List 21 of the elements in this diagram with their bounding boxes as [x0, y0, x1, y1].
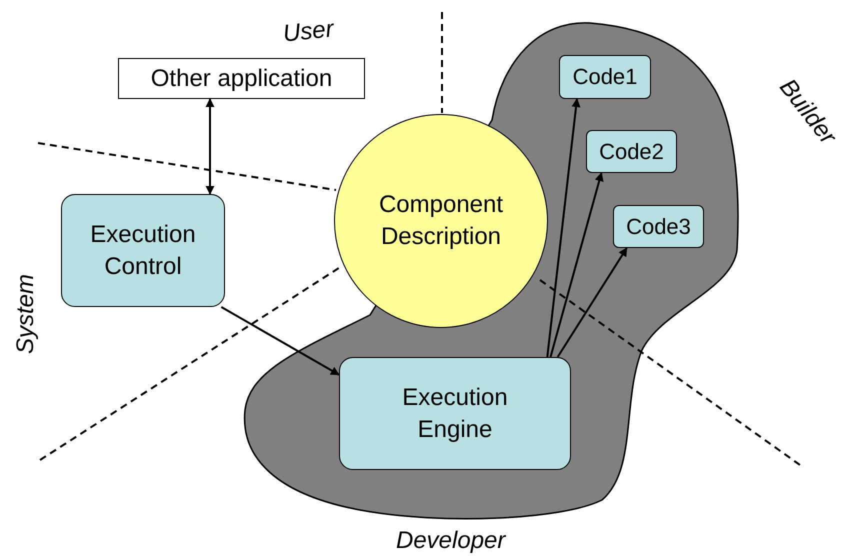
node-text: Execution Control: [89, 220, 197, 282]
process-box: [586, 130, 677, 173]
node-text: Execution Engine: [401, 382, 509, 444]
arrow: [556, 247, 628, 358]
role-label: Developer: [396, 527, 506, 555]
process-box: [613, 205, 704, 248]
arrow: [546, 98, 580, 358]
node-text: Code3: [626, 212, 691, 240]
node-text: Code2: [599, 138, 664, 166]
role-label: User: [282, 15, 335, 49]
node-text: Component Description: [378, 190, 504, 252]
arrow: [220, 306, 340, 376]
role-label: System: [12, 274, 40, 354]
arrow: [550, 172, 604, 358]
arrow: [206, 98, 214, 195]
process-box: [559, 55, 651, 99]
node-text: Other application: [150, 64, 332, 94]
node-text: Code1: [572, 63, 638, 91]
application-box: [118, 58, 365, 99]
process-box: [61, 194, 225, 307]
process-box: [339, 357, 571, 470]
